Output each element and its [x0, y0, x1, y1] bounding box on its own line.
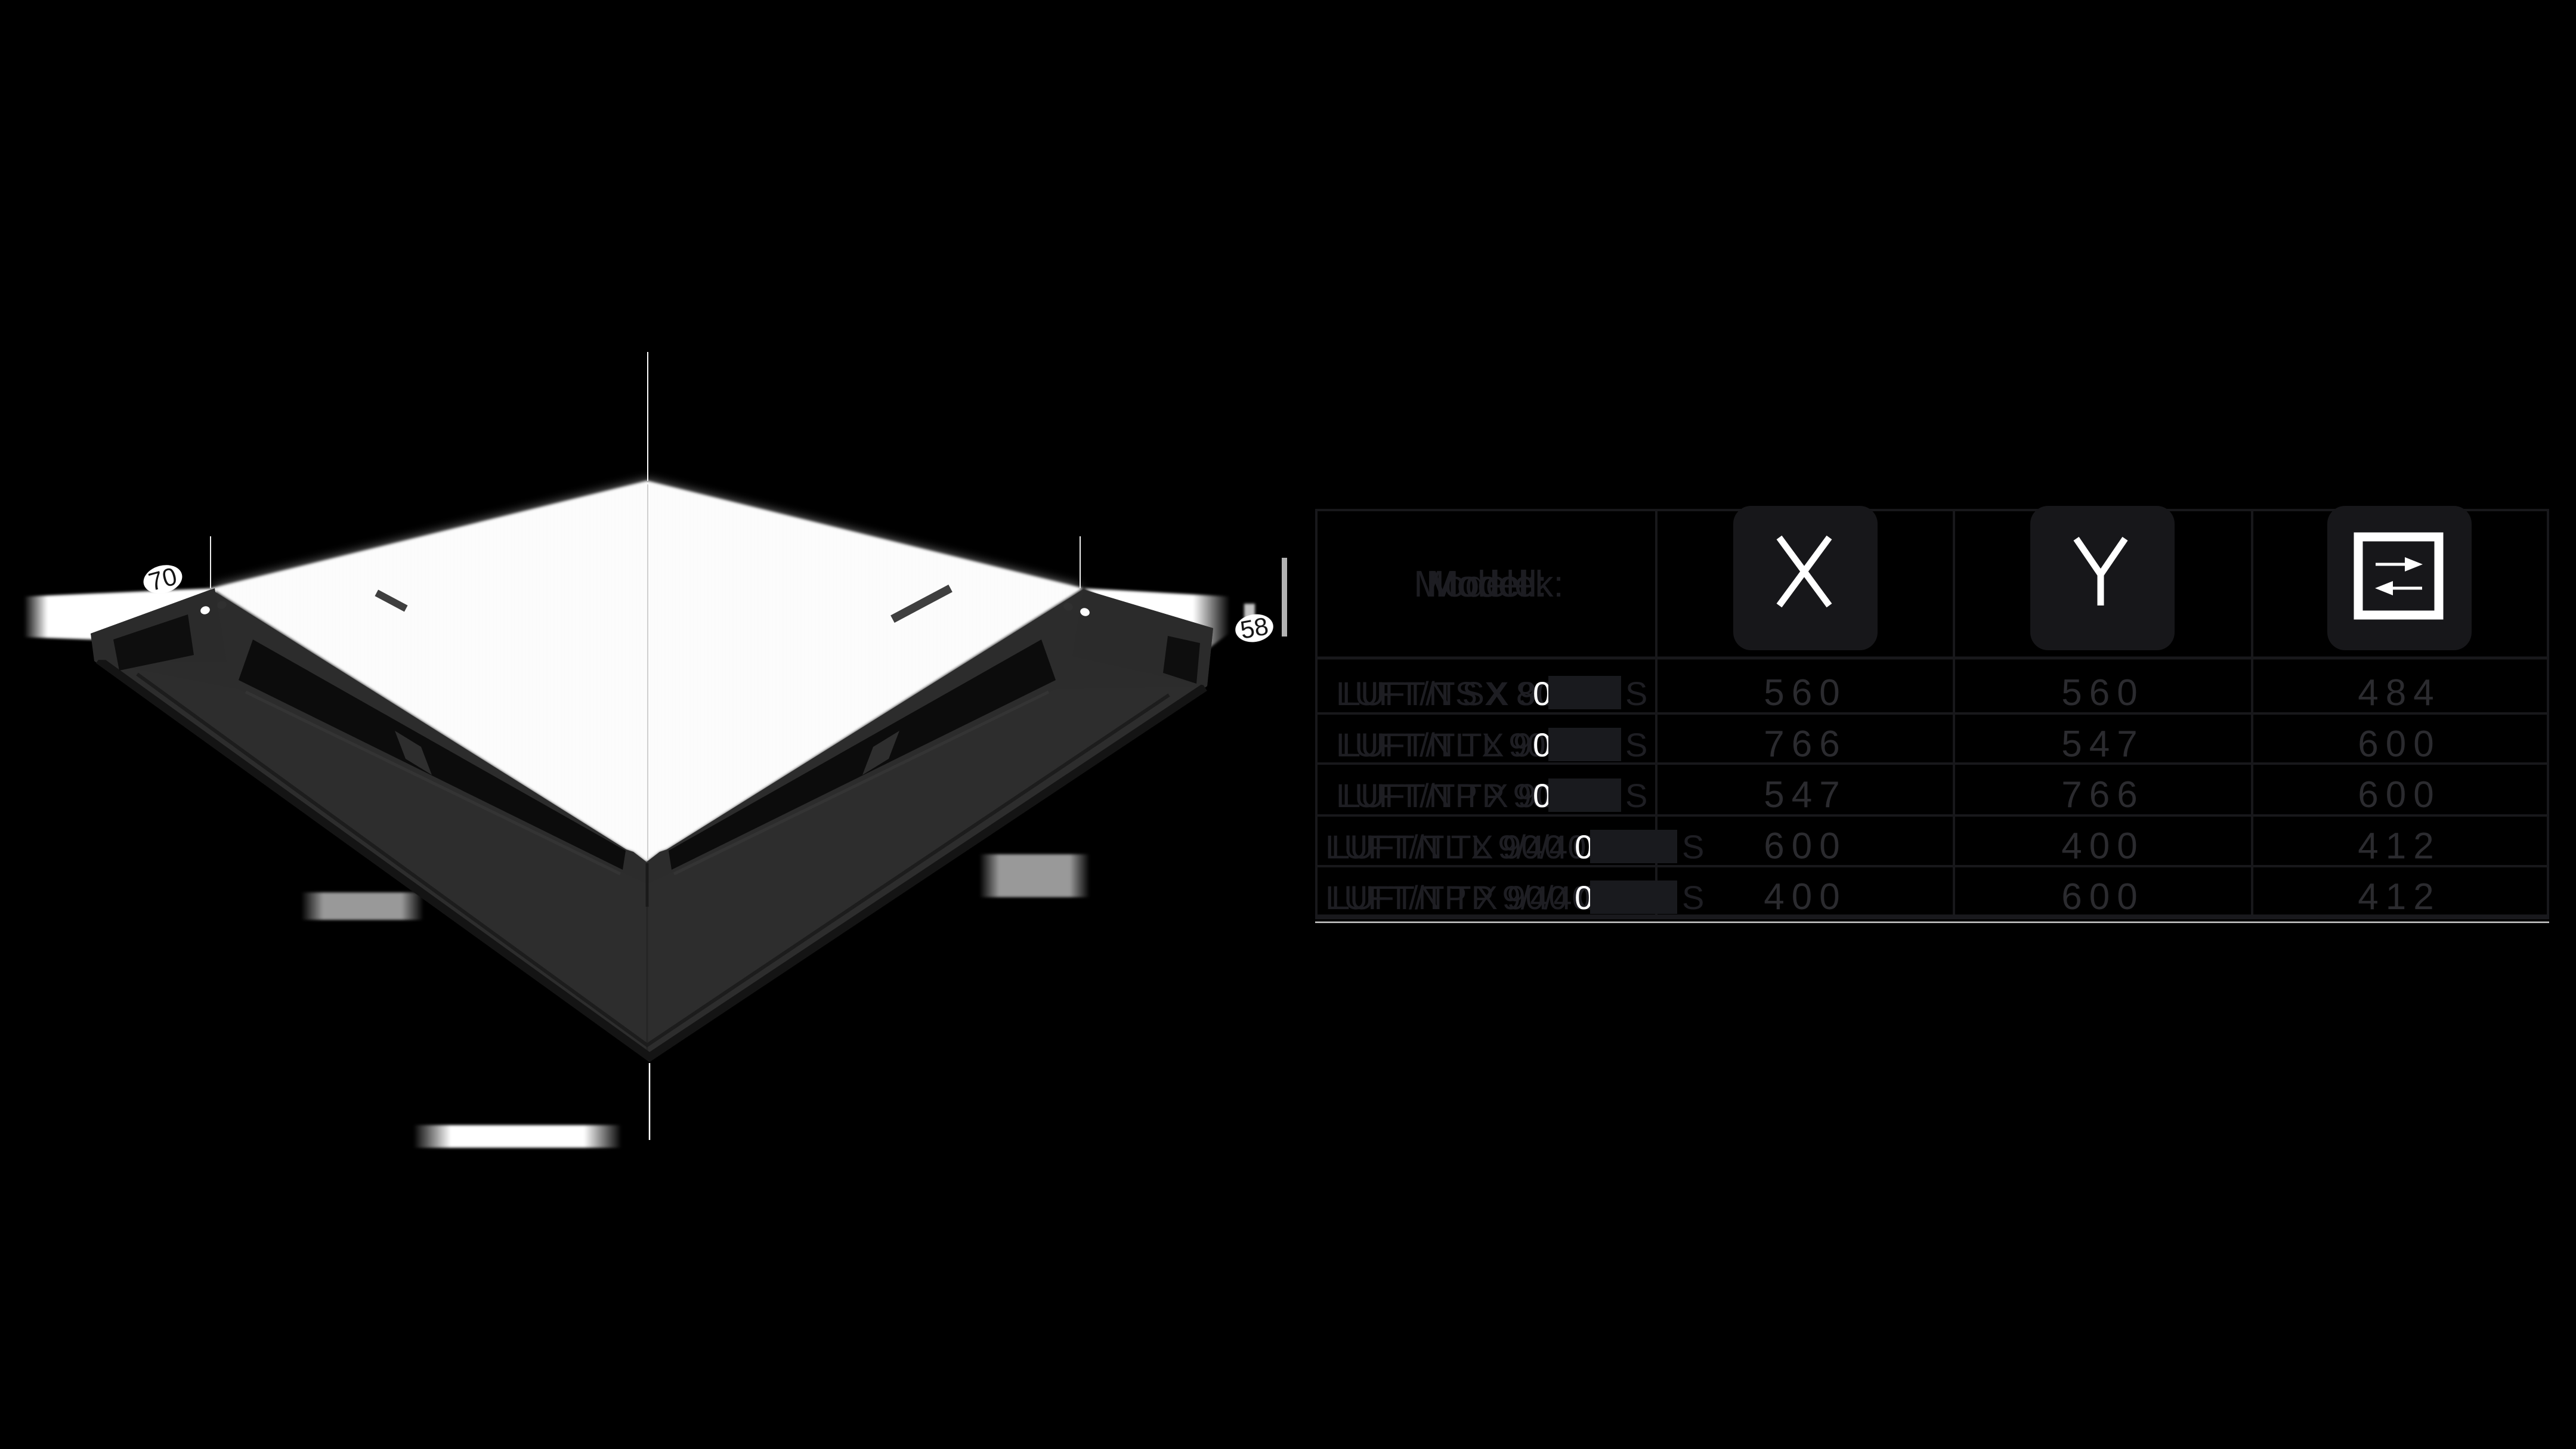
svg-text:600: 600: [1764, 826, 1847, 867]
svg-text:560: 560: [1764, 672, 1847, 713]
svg-text:Modell:: Modell:: [1428, 564, 1547, 605]
svg-text:547: 547: [1764, 774, 1847, 815]
svg-text:Modelek:: Modelek:: [1414, 564, 1564, 605]
svg-text:547: 547: [2061, 724, 2144, 765]
svg-text:LUFT/N TL 9/40 C: LUFT/N TL 9/40 C: [1325, 828, 1596, 866]
svg-text:600: 600: [2061, 876, 2144, 917]
svg-text:560: 560: [2061, 672, 2144, 713]
svg-text:412: 412: [2358, 876, 2441, 917]
svg-text:400: 400: [2061, 826, 2144, 867]
svg-text:766: 766: [2061, 774, 2144, 815]
svg-text:S: S: [1682, 879, 1704, 916]
svg-text:600: 600: [2358, 774, 2441, 815]
svg-text:0: 0: [1533, 777, 1551, 814]
svg-text:484: 484: [2358, 672, 2441, 713]
svg-text:600: 600: [2358, 724, 2441, 765]
svg-text:400: 400: [1764, 876, 1847, 917]
svg-text:0: 0: [1575, 828, 1593, 866]
svg-text:0: 0: [1533, 675, 1551, 712]
svg-text:0: 0: [1575, 879, 1593, 916]
svg-text:412: 412: [2358, 826, 2441, 867]
svg-text:58: 58: [1238, 611, 1270, 644]
svg-text:Model:: Model:: [1426, 564, 1537, 605]
svg-text:S: S: [1625, 675, 1647, 712]
svg-text:LUFT/N TP 90 C: LUFT/N TP 90 C: [1336, 777, 1584, 814]
svg-text:S: S: [1625, 726, 1647, 764]
svg-text:LUFT/TP X 90/40 6S: LUFT/TP X 90/40 6S: [1331, 879, 1641, 916]
svg-text:0: 0: [1533, 726, 1551, 764]
svg-text:S: S: [1682, 828, 1704, 866]
svg-text:766: 766: [1764, 724, 1847, 765]
svg-text:LUFT/N SX 80 C: LUFT/N SX 80 C: [1336, 675, 1587, 712]
svg-text:LUFT/TL X 90/40 6S: LUFT/TL X 90/40 6S: [1331, 828, 1637, 866]
svg-text:LUFT/N TP 9/40 C: LUFT/N TP 9/40 C: [1325, 879, 1601, 916]
svg-text:LUFT/N TL 90 C: LUFT/N TL 90 C: [1336, 726, 1579, 764]
svg-text:S: S: [1625, 777, 1647, 814]
